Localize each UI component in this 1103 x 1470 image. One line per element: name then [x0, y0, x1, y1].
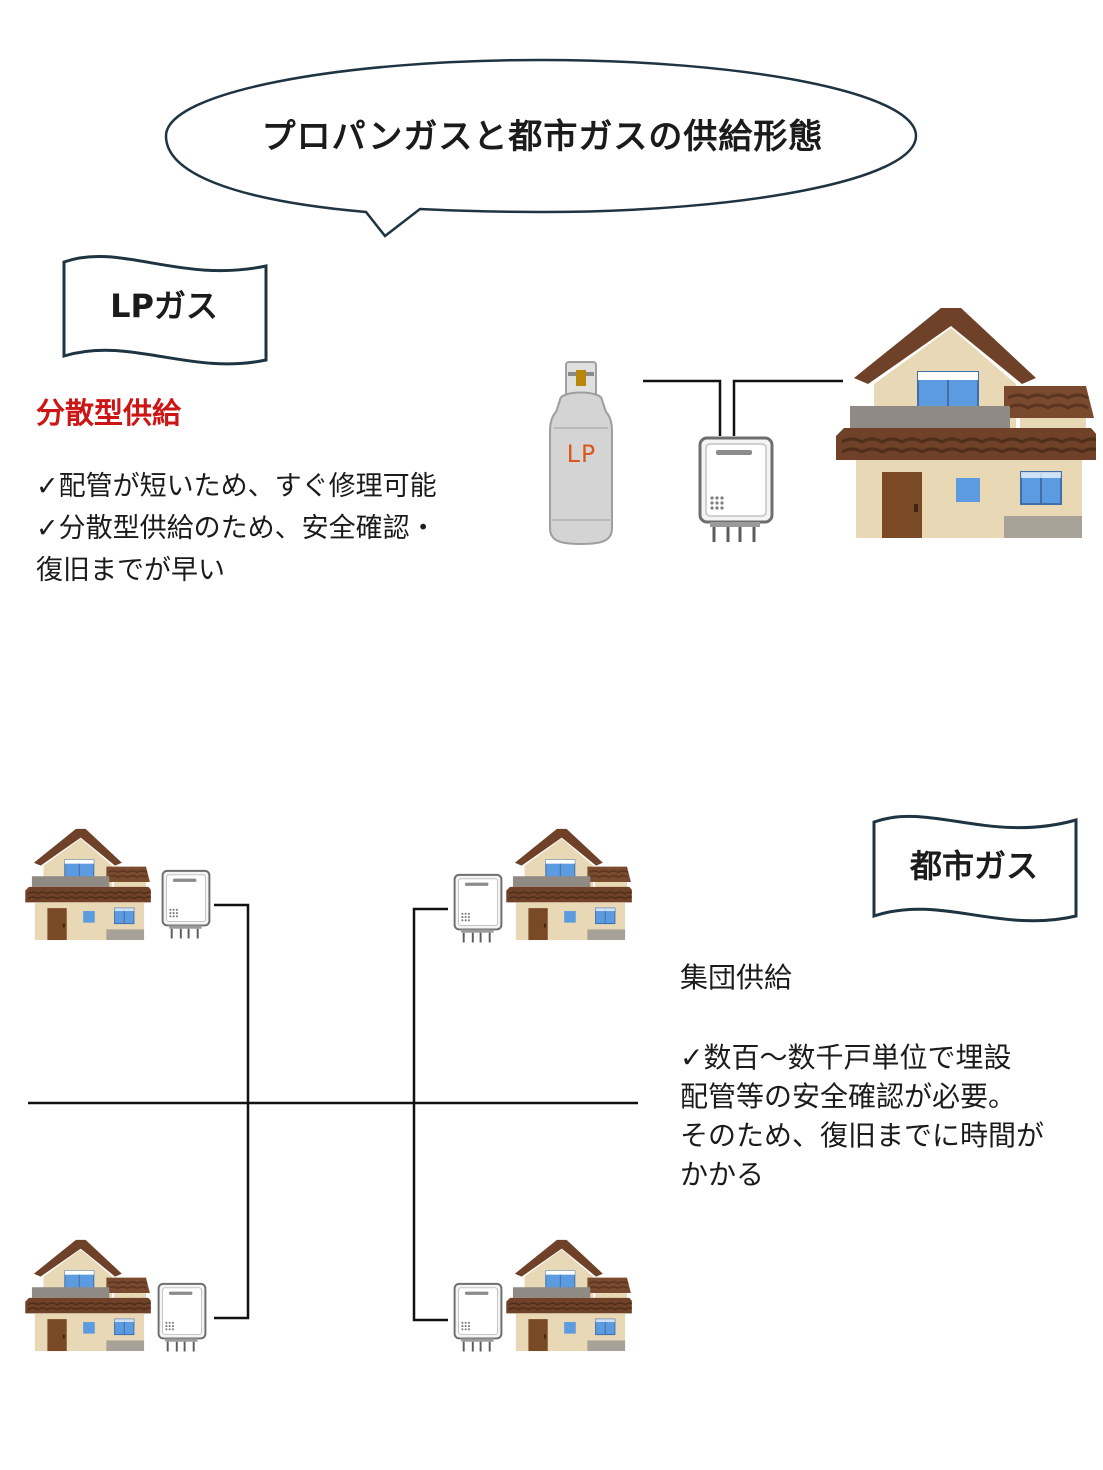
lp-points-list: ✓配管が短いため、すぐ修理可能 ✓分散型供給のため、安全確認・ 復旧までが早い: [36, 466, 536, 592]
lp-point-2: ✓分散型供給のため、安全確認・: [36, 513, 437, 544]
water-heater-icon: [160, 868, 212, 940]
page-title: プロパンガスと都市ガスの供給形態: [261, 117, 824, 157]
city-point-3: そのため、復旧までに時間が: [680, 1119, 1045, 1152]
city-flag-label: 都市ガス: [909, 847, 1038, 885]
title-speech-bubble: [164, 58, 918, 238]
water-heater-icon: [156, 1281, 208, 1353]
gas-cylinder-icon: [549, 361, 613, 546]
lp-pipes: [643, 379, 843, 436]
city-point-1: ✓数百～数千戸単位で埋設: [680, 1041, 1012, 1074]
house-icon: [506, 1236, 632, 1352]
water-heater-icon: [452, 872, 504, 944]
city-supply-type: 集団供給: [680, 961, 793, 994]
lp-supply-type: 分散型供給: [36, 396, 182, 430]
city-flag-banner: [872, 814, 1078, 923]
lp-point-3: 復旧までが早い: [36, 555, 225, 586]
lp-point-1: ✓配管が短いため、すぐ修理可能: [36, 471, 437, 502]
house-icon: [506, 825, 632, 941]
city-points-list: ✓数百～数千戸単位で埋設 配管等の安全確認が必要。 そのため、復旧までに時間が …: [680, 1038, 1090, 1194]
lp-flag-label: LPガス: [110, 287, 218, 325]
cylinder-lp-label: LP: [566, 440, 596, 468]
lp-flag-banner: [62, 254, 268, 366]
city-point-4: かかる: [680, 1158, 765, 1191]
house-icon: [25, 825, 151, 941]
house-icon: [25, 1236, 151, 1352]
water-heater-icon: [452, 1281, 504, 1353]
city-point-2: 配管等の安全確認が必要。: [680, 1080, 1017, 1113]
